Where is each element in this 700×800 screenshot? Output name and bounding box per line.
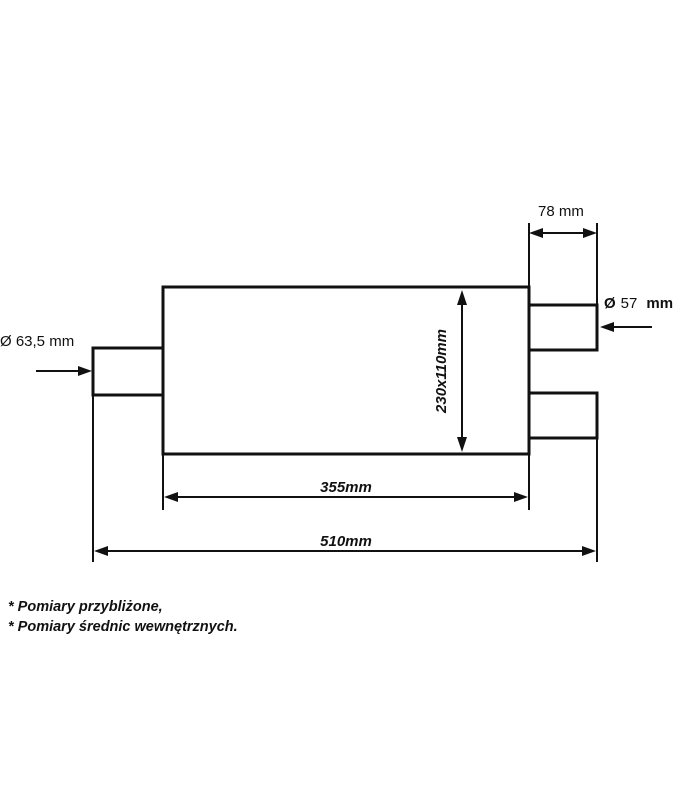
diameter-symbol: Ø [604, 295, 616, 312]
total-length-dimension: 510mm [94, 533, 596, 556]
body-section-dimension: 230x110mm [433, 290, 467, 452]
muffler-body [161, 285, 531, 456]
outlet-length-label: 78 mm [538, 203, 584, 220]
inlet-diameter-dimension: Ø 63,5 mm [0, 333, 92, 376]
total-length-label: 510mm [320, 533, 372, 550]
outlet-diameter-label: Ø 57 mm [604, 295, 673, 312]
inlet-pipe [91, 346, 165, 397]
inlet-diameter-label: Ø 63,5 mm [0, 333, 74, 350]
extension-lines [92, 223, 598, 562]
outlet-length-dimension: 78 mm [529, 203, 597, 238]
outlet-pipe-upper [527, 303, 599, 352]
body-section-label: 230x110mm [433, 329, 450, 414]
outlet-pipe-lower [527, 391, 599, 440]
body-length-dimension: 355mm [164, 479, 528, 502]
body-length-label: 355mm [320, 479, 372, 496]
footnote-approximate: * Pomiary przybliżone, [8, 599, 163, 615]
outlet-diameter-unit: mm [646, 295, 673, 312]
outlet-diameter-dimension: Ø 57 mm [600, 295, 673, 332]
outlet-diameter-value: 57 [621, 295, 638, 312]
footnote-inner-diameters: * Pomiary średnic wewnętrznych. [8, 619, 238, 635]
footnotes: * Pomiary przybliżone, * Pomiary średnic… [8, 597, 238, 637]
